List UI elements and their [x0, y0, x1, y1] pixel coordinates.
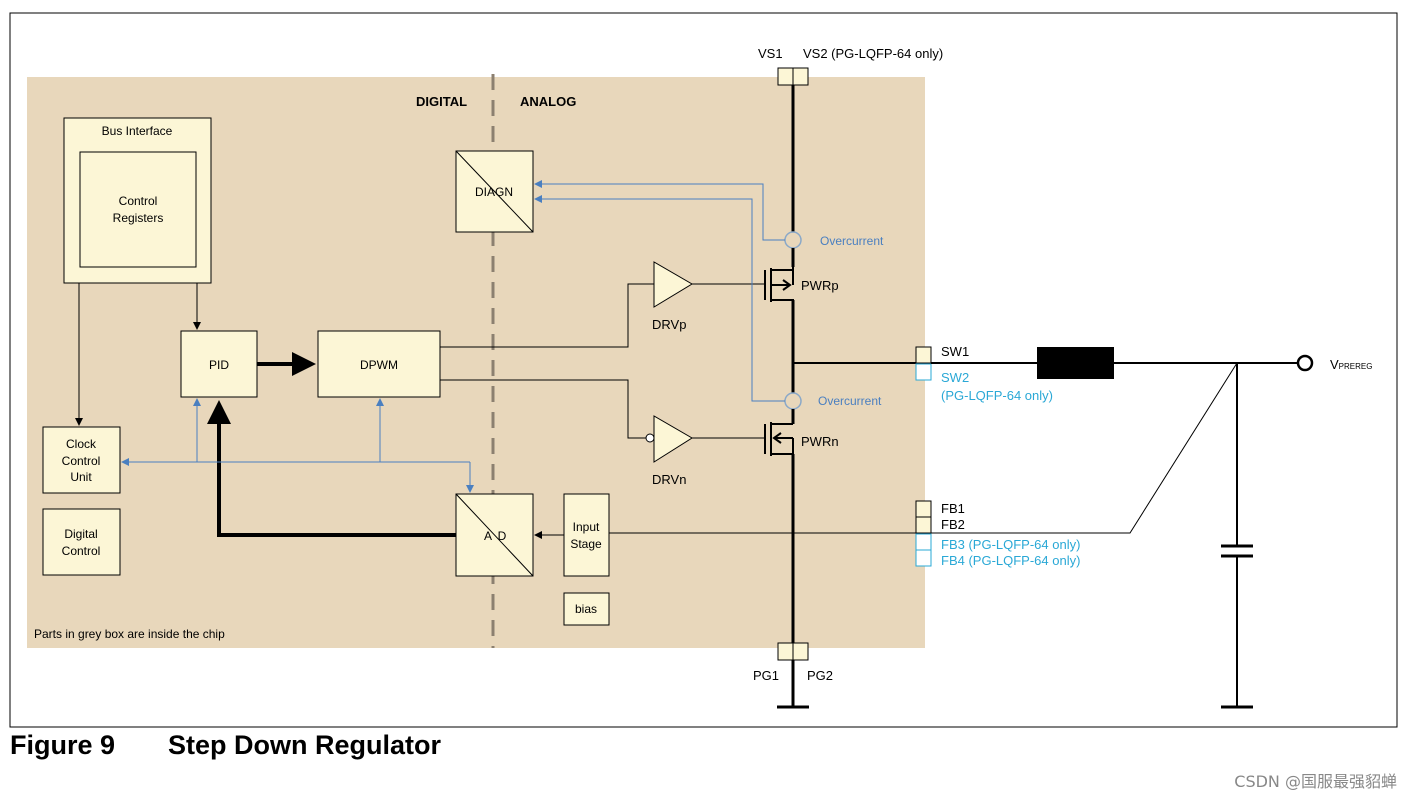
overcurrent-top-feedback [534, 180, 785, 241]
overcurrent-bottom-label: Overcurrent [818, 394, 882, 408]
adc-to-pid-thick-wire [207, 400, 456, 537]
dpwm-block [317, 330, 441, 398]
sw2-label: SW2 [941, 370, 969, 385]
overcurrent-top-label: Overcurrent [820, 234, 884, 248]
dpwm-to-drvn-wire [440, 379, 647, 439]
pid-block [180, 330, 258, 398]
adc-label-a: A [484, 529, 492, 543]
pwrp-label: PWRp [801, 278, 839, 293]
clock-control-unit-block [42, 426, 121, 494]
bias-label: bias [575, 602, 597, 616]
vs2-pin [792, 67, 809, 86]
analog-label: ANALOG [520, 94, 576, 109]
dpwm-to-drvp-wire [440, 283, 654, 348]
drvn-inverter-bubble [645, 433, 655, 443]
diagn-diagonal [455, 150, 534, 233]
pg2-pin [792, 642, 809, 661]
adc-label-d: D [498, 529, 507, 543]
inductor [1037, 347, 1114, 379]
figure-frame [9, 12, 1398, 728]
diagn-label: DIAGN [475, 185, 513, 199]
control-registers-block [79, 151, 197, 268]
pg2-label: PG2 [807, 668, 833, 683]
figure-number: Figure 9 [10, 730, 116, 760]
fb1-pin [915, 500, 932, 518]
sw2-pin [915, 363, 932, 381]
dpwm-label: DPWM [360, 358, 398, 372]
digital-control-label-1: Digital [64, 527, 97, 541]
fb2-label: FB2 [941, 517, 965, 532]
adc-diagonal [455, 493, 534, 577]
fb4-label: FB4 (PG-LQFP-64 only) [941, 553, 1080, 568]
control-registers-label-1: Control [119, 194, 158, 208]
vs2-label: VS2 (PG-LQFP-64 only) [803, 46, 943, 61]
overcurrent-bottom-feedback [534, 195, 785, 402]
drvn-label: DRVn [652, 472, 686, 487]
pg1-label: PG1 [753, 668, 779, 683]
fb4-pin [915, 549, 932, 567]
sw1-pin [915, 346, 932, 364]
drvp-label: DRVp [652, 317, 686, 332]
clock-label-3: Unit [70, 470, 92, 484]
fb3-label: FB3 (PG-LQFP-64 only) [941, 537, 1080, 552]
control-registers-label-2: Registers [113, 211, 164, 225]
bus-interface-label: Bus Interface [102, 124, 173, 138]
input-stage-label-2: Stage [570, 537, 602, 551]
pwrp-arrow [771, 279, 792, 291]
bias-block [563, 592, 610, 626]
fb2-pin [915, 516, 932, 534]
pwrn-arrow [772, 432, 793, 444]
drvp-driver [653, 261, 693, 308]
watermark: CSDN @国服最强貂蝉 [1234, 772, 1397, 791]
figure-title: Step Down Regulator [168, 730, 442, 760]
sw2-note: (PG-LQFP-64 only) [941, 388, 1053, 403]
clock-label-1: Clock [66, 437, 97, 451]
clock-label-2: Control [62, 454, 101, 468]
sw1-label: SW1 [941, 344, 969, 359]
fb3-pin [915, 533, 932, 551]
fb1-label: FB1 [941, 501, 965, 516]
pid-label: PID [209, 358, 229, 372]
input-stage-block [563, 493, 610, 577]
chip-note: Parts in grey box are inside the chip [34, 627, 225, 641]
input-stage-label-1: Input [573, 520, 600, 534]
digital-control-block [42, 508, 121, 576]
feedback-sense-wire [931, 362, 1238, 534]
vprereg-label: VPREREG [1330, 357, 1372, 372]
vprereg-terminal [1296, 354, 1314, 372]
digital-control-label-2: Control [62, 544, 101, 558]
pwrn-label: PWRn [801, 434, 839, 449]
digital-label: DIGITAL [416, 94, 467, 109]
vs1-label: VS1 [758, 46, 783, 61]
vs1-pin [777, 67, 794, 86]
pg1-pin [777, 642, 794, 661]
